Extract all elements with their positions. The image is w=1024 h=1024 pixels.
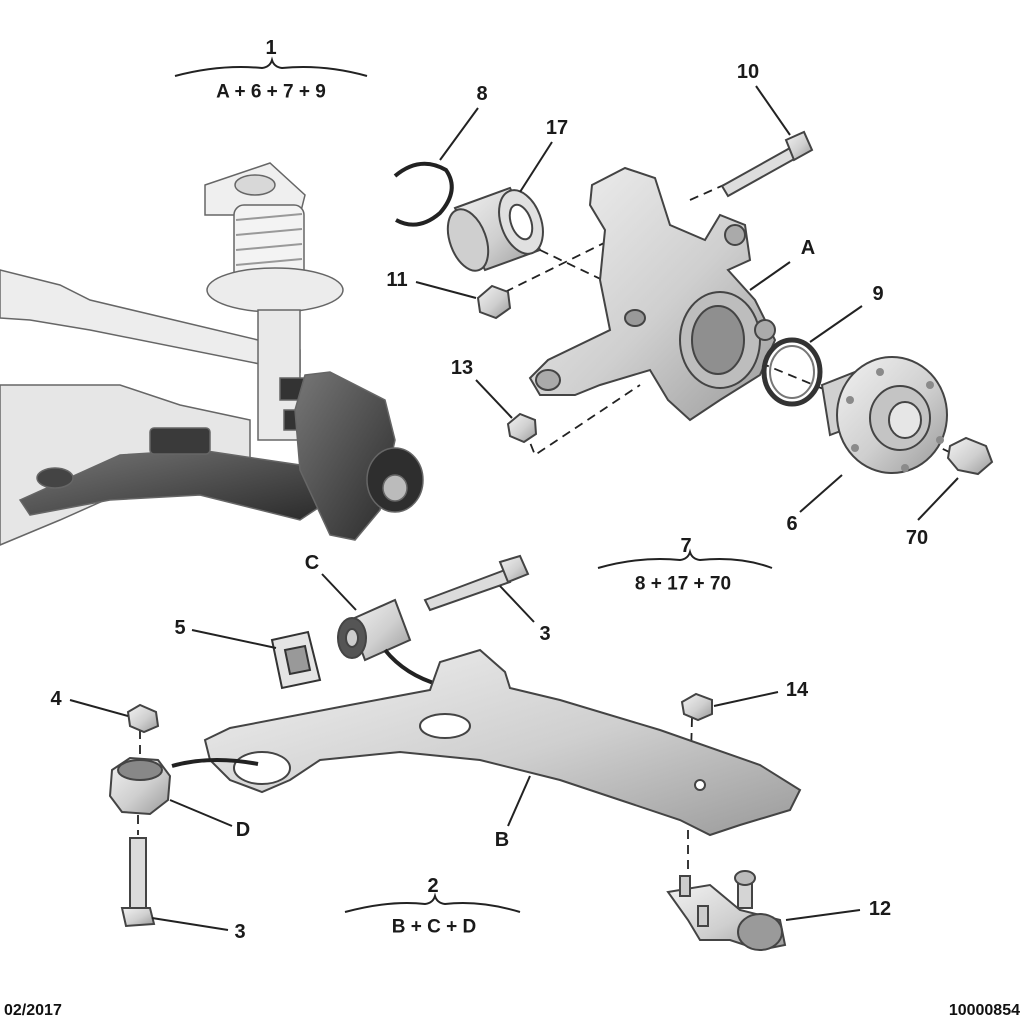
nut-70	[946, 436, 994, 476]
group-7-formula: 8 + 17 + 70	[634, 573, 732, 595]
leader-13	[475, 379, 513, 419]
nut-13	[506, 412, 538, 444]
callout-2: 2	[427, 875, 439, 897]
callout-3-lower: 3	[234, 921, 246, 943]
nut-14	[680, 692, 713, 722]
leader-D	[169, 799, 233, 827]
callout-8: 8	[476, 83, 488, 105]
bushing-D	[108, 756, 172, 816]
bolt-3-upper	[423, 554, 530, 612]
callout-6: 6	[786, 513, 798, 535]
leader-9	[809, 305, 863, 343]
leader-6	[799, 474, 843, 513]
leader-5	[191, 629, 277, 649]
brace-1	[174, 56, 368, 77]
callout-10: 10	[736, 61, 760, 83]
callout-B: B	[494, 829, 510, 851]
bushing-D-arrow	[171, 758, 259, 768]
leader-3-lower	[151, 917, 229, 931]
leader-3-upper	[499, 585, 535, 623]
callout-C: C	[304, 552, 320, 574]
callout-3-upper: 3	[539, 623, 551, 645]
bushing-C-arrow	[383, 648, 441, 687]
callout-D: D	[235, 819, 251, 841]
bushing-C	[337, 598, 412, 662]
leader-12	[785, 909, 861, 921]
bolt-10	[720, 130, 814, 198]
leader-17	[519, 141, 553, 193]
callout-70: 70	[905, 527, 929, 549]
leader-4	[69, 699, 129, 717]
wheel-bearing-17	[446, 186, 544, 272]
group-2-formula: B + C + D	[391, 916, 477, 938]
suspension-assembly-overview	[0, 162, 424, 546]
group-braces	[174, 56, 773, 913]
lower-control-arm-B	[203, 648, 802, 837]
leader-70	[917, 477, 959, 521]
nut-4	[126, 703, 160, 734]
leader-B	[507, 775, 531, 827]
steering-knuckle-A	[528, 166, 777, 422]
leader-C	[321, 573, 357, 611]
callout-7: 7	[680, 535, 692, 557]
bolt-3-lower	[120, 837, 156, 928]
brace-2	[344, 892, 521, 913]
brace-7	[597, 548, 773, 569]
bracket-5	[270, 630, 322, 690]
ball-joint-12	[666, 870, 787, 952]
callout-5: 5	[174, 617, 186, 639]
callout-14: 14	[785, 679, 809, 701]
circlip-8	[393, 161, 454, 227]
callout-4: 4	[50, 688, 62, 710]
leader-8	[439, 107, 479, 161]
callout-12: 12	[868, 898, 892, 920]
leader-11	[415, 281, 477, 299]
hub-6	[820, 356, 948, 474]
leader-A	[749, 261, 791, 291]
callout-9: 9	[872, 283, 884, 305]
seal-9	[761, 337, 823, 407]
leader-lines	[69, 85, 959, 931]
nut-11	[476, 284, 512, 320]
callout-13: 13	[450, 357, 474, 379]
group-1-formula: A + 6 + 7 + 9	[216, 81, 326, 103]
callout-1: 1	[265, 37, 277, 59]
footer-date: 02/2017	[4, 1002, 62, 1019]
callout-A: A	[800, 237, 816, 259]
leader-10	[755, 85, 791, 136]
footer-reference: 10000854	[948, 1002, 1020, 1019]
leader-14	[713, 691, 779, 707]
callout-17: 17	[545, 117, 569, 139]
callout-11: 11	[386, 269, 408, 291]
